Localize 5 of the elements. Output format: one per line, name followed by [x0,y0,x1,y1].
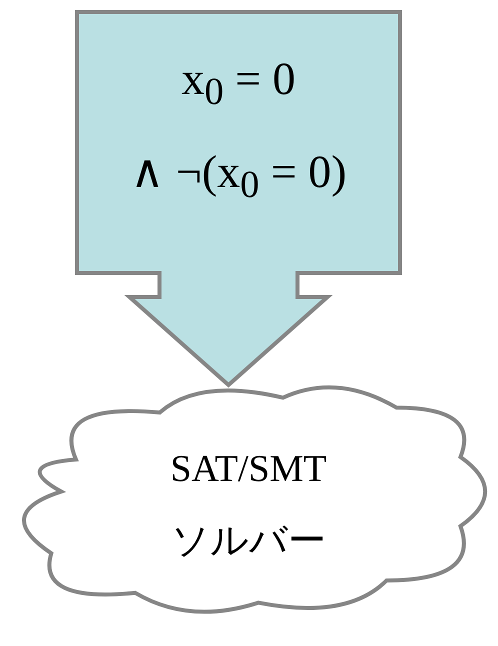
formula-text: ∧ ¬(x$_{0}$ = 0) [129,145,348,208]
formula-text: x$_{0}$ = 0 [180,52,297,114]
block-arrow [124,269,333,388]
cloud-text: SAT/SMT ソルバー [169,447,328,564]
callout-box [75,10,402,275]
